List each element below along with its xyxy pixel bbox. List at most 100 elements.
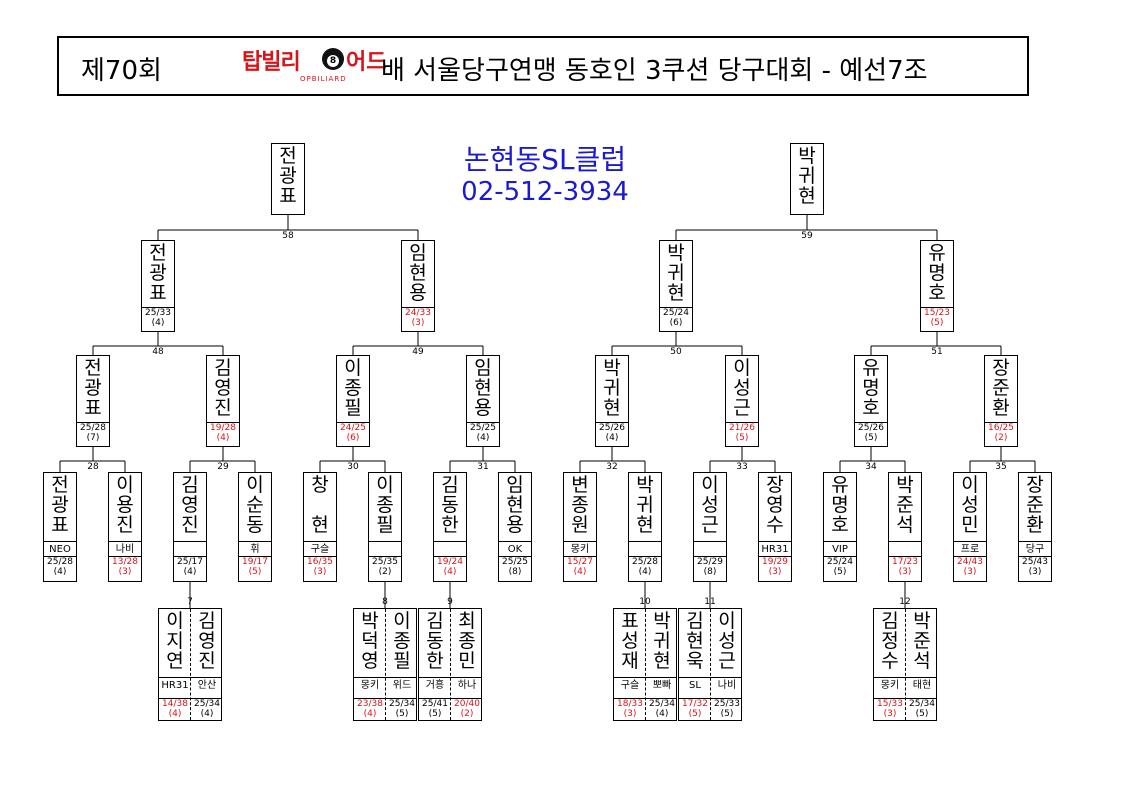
- player-club: VIP: [824, 541, 856, 557]
- player-club: 휘: [239, 541, 271, 557]
- title-prefix: 제70회: [81, 56, 162, 86]
- match-number: 59: [801, 231, 813, 241]
- player-club: 위드: [386, 677, 416, 693]
- player-score: 25/33(5): [711, 698, 741, 719]
- player-club: 나비: [711, 677, 741, 693]
- player-score: 25/25(8): [499, 556, 531, 577]
- player-score: 25/28(7): [77, 422, 109, 443]
- pair-divider: [710, 609, 711, 720]
- player-score: 19/28(4): [207, 422, 239, 443]
- club-phone: 02-512-3934: [461, 177, 629, 207]
- match-number: 9: [447, 597, 453, 607]
- player-club: NEO: [44, 541, 76, 557]
- player-score: 25/26(5): [855, 422, 887, 443]
- sponsor-logo: 탑빌리 8 어드 OPBILIARD: [242, 42, 386, 90]
- player-score: 25/43(3): [1019, 556, 1051, 577]
- player-club: 나비: [109, 541, 141, 557]
- match-number: 7: [187, 597, 193, 607]
- player-score: 25/24(5): [824, 556, 856, 577]
- title-suffix: 배 서울당구연맹 동호인 3쿠션 당구대회 - 예선7조: [381, 56, 928, 86]
- player-score: 25/34(5): [906, 698, 936, 719]
- player-score: 25/24(6): [660, 307, 692, 328]
- player-club: 몽키: [564, 541, 596, 557]
- match-number: 35: [995, 462, 1006, 472]
- player-score: 25/41(5): [419, 698, 451, 719]
- pair-divider: [905, 609, 906, 720]
- player-club: 태현: [906, 677, 936, 693]
- player-score: 25/26(4): [596, 422, 628, 443]
- player-club: [174, 541, 206, 557]
- player-score: 25/29(8): [694, 556, 726, 577]
- player-score: 24/33(3): [402, 307, 434, 328]
- player-score: 19/24(4): [434, 556, 466, 577]
- player-score: 15/33(3): [874, 698, 906, 719]
- pair-divider: [450, 609, 451, 720]
- player-score: 16/35(3): [304, 556, 336, 577]
- pair-divider: [385, 609, 386, 720]
- club-name: 논현동SL클럽: [463, 143, 627, 176]
- match-number: 10: [639, 597, 651, 607]
- match-number: 11: [704, 597, 715, 607]
- match-number: 8: [382, 597, 388, 607]
- sponsor-logo-text: 탑빌리: [242, 50, 301, 75]
- club-info: 논현동SL클럽 02-512-3934: [445, 143, 645, 207]
- player-score: 25/34(4): [646, 698, 676, 719]
- player-club: 당구: [1019, 541, 1051, 557]
- match-number: 49: [412, 347, 424, 357]
- eight-ball-icon: 8: [322, 48, 344, 70]
- player-club: [369, 541, 401, 557]
- player-score: 17/23(3): [889, 556, 921, 577]
- player-score: 21/26(5): [726, 422, 758, 443]
- player-club: OK: [499, 541, 531, 557]
- player-score: 25/28(4): [629, 556, 661, 577]
- match-number: 33: [736, 462, 747, 472]
- match-number: 29: [217, 462, 229, 472]
- player-club: 프로: [954, 541, 986, 557]
- match-number: 28: [87, 462, 99, 472]
